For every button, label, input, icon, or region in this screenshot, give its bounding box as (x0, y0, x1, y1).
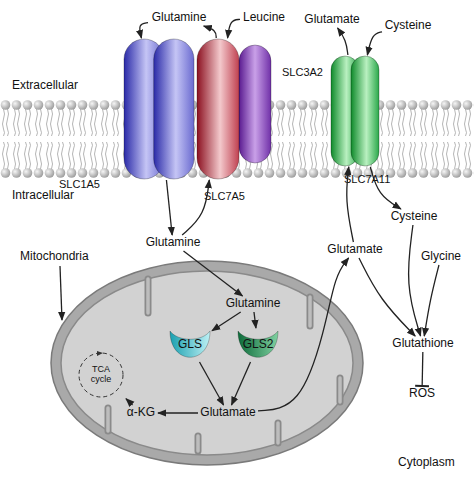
flow-arrow (232, 362, 251, 405)
transporter-protein: SLC7A11 (330, 55, 380, 167)
crista (276, 423, 280, 443)
transporter-name: SLC3A2 (282, 66, 323, 78)
metabolite-node: Glutamine (222, 296, 284, 312)
transporter-protein: SLC1A5 (123, 38, 195, 180)
metabolite-node: Glutamate (325, 242, 385, 258)
crista (105, 408, 112, 431)
crista (308, 297, 312, 326)
flow-arrow (409, 225, 421, 336)
flow-arrow (183, 251, 242, 296)
flow-arrow (370, 167, 401, 209)
enzyme-shape: GLS (168, 328, 212, 362)
transporter-name: SLC7A11 (344, 173, 390, 185)
region-label: Intracellular (12, 188, 74, 202)
metabolite-name: Glutamate (200, 406, 255, 419)
transporter-protein-outline (196, 38, 240, 180)
flow-arrow (359, 258, 415, 336)
crista (146, 279, 150, 313)
enzyme-body (170, 331, 210, 357)
flow-arrow (126, 399, 133, 405)
enzyme-body (238, 331, 278, 357)
metabolite-node: Leucine (240, 10, 288, 26)
crista (196, 436, 200, 451)
metabolite-node: α-KG (124, 405, 158, 421)
crista (337, 378, 344, 402)
flow-arrow (424, 265, 439, 336)
cycle-name: TCA cycle (85, 365, 117, 385)
metabolite-name: Leucine (243, 11, 285, 24)
outer-membrane (51, 261, 363, 465)
crista (275, 423, 282, 443)
transporter-protein-outline (330, 55, 380, 167)
crista (338, 378, 342, 402)
mitochondrion: MitochondriaGlutamineGLSGLS2TCA cycleα-K… (48, 258, 366, 468)
region-label: Cytoplasm (398, 455, 455, 469)
cycle-arrowhead (97, 351, 103, 356)
flow-arrow (182, 180, 209, 235)
enzyme-shape: GLS2 (236, 328, 280, 362)
transporter-lobe (351, 56, 379, 166)
metabolite-name: Glycine (421, 250, 461, 263)
metabolite-name: ROS (409, 387, 435, 400)
inhibition-connector (422, 352, 424, 386)
flow-arrow (338, 28, 348, 55)
metabolite-name: Glutamate (304, 13, 359, 26)
metabolite-name: Glutamine (146, 236, 201, 249)
transporter-protein-outline (238, 44, 272, 164)
mitochondrion-outline (48, 258, 366, 468)
flow-arrow (140, 23, 148, 38)
metabolite-node: ROS (408, 386, 436, 402)
enzyme-name: GLS2 (243, 338, 274, 351)
metabolite-node: Glutathione (388, 336, 458, 352)
metabolite-node: Glutamate (302, 12, 362, 28)
flow-arrow (258, 258, 349, 411)
flow-arrow (200, 362, 224, 405)
organelle-name: Mitochondria (20, 250, 89, 263)
region-label: Extracellular (12, 78, 78, 92)
transporter-protein-outline (123, 38, 195, 180)
metabolite-name: Cysteine (385, 19, 432, 32)
metabolite-node: Cysteine (388, 209, 440, 225)
flow-arrow (158, 412, 198, 413)
transporter-lobe (239, 45, 271, 163)
metabolite-node: Glutamate (198, 405, 258, 421)
crista (145, 279, 152, 313)
transporter-protein: SLC3A2 (238, 44, 272, 164)
metabolite-node: Cysteine (382, 18, 434, 34)
flow-arrow (166, 180, 172, 235)
flow-arrow (228, 19, 240, 38)
inner-membrane (61, 271, 353, 455)
flow-arrow (347, 167, 354, 242)
metabolite-name: Glutamine (152, 11, 207, 24)
metabolite-node: Glutamine (142, 235, 204, 251)
metabolite-node: Glutamine (148, 10, 210, 26)
crista (106, 408, 110, 431)
transporter-lobe (197, 39, 239, 179)
flow-arrow (367, 32, 382, 55)
leader-arrow (60, 266, 62, 320)
transporter-name: SLC7A5 (204, 190, 245, 202)
flow-arrow (204, 26, 217, 38)
metabolite-name: Glutamine (226, 297, 281, 310)
metabolite-name: α-KG (127, 406, 155, 419)
enzyme-name: GLS (178, 338, 202, 351)
metabolite-node: Glycine (418, 249, 464, 265)
metabolite-name: Glutamate (327, 243, 382, 256)
metabolite-name: Glutathione (392, 337, 453, 350)
crista (195, 436, 202, 451)
flow-arrow (212, 312, 241, 331)
crista (307, 297, 314, 326)
flow-arrow (254, 312, 256, 328)
transporter-protein: SLC7A5 (196, 38, 240, 180)
cycle-ring (79, 353, 123, 397)
metabolite-name: Cysteine (391, 210, 438, 223)
transporter-lobe (154, 39, 194, 179)
tca-cycle: TCA cycle (76, 350, 126, 400)
